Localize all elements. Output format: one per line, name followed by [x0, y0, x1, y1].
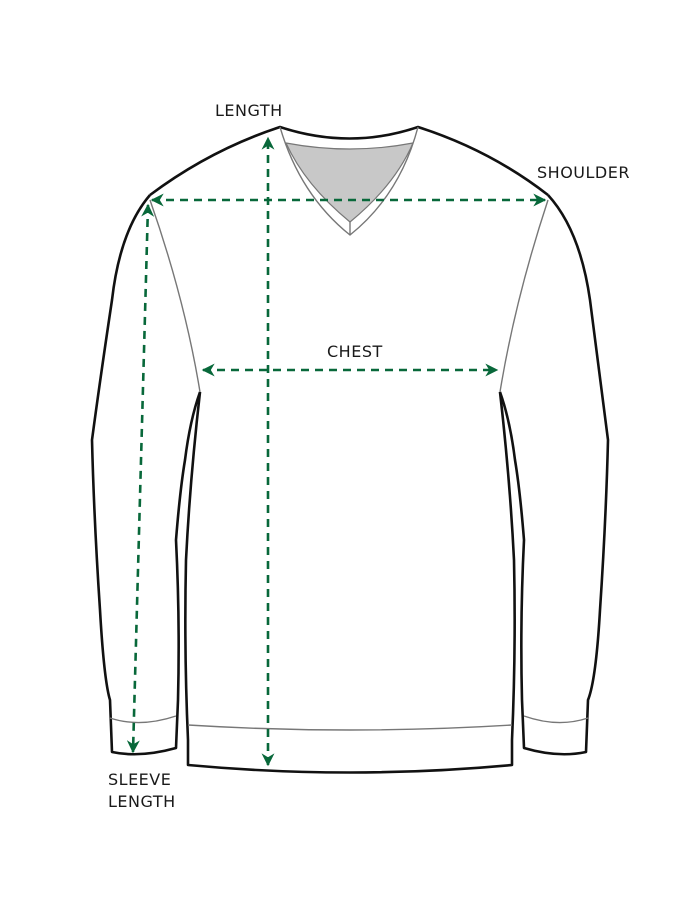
shoulder-label: SHOULDER [537, 163, 630, 182]
collar-inner [284, 142, 414, 223]
sleeve-length-label-line2: LENGTH [108, 792, 176, 811]
sweater-outline [90, 125, 610, 774]
sleeve-length-arrow [126, 203, 155, 754]
measurement-arrows [126, 136, 547, 767]
chest-label: CHEST [327, 342, 383, 361]
sleeve-length-label-line1: SLEEVE [108, 770, 172, 789]
sweater-seams [109, 126, 589, 731]
length-label: LENGTH [215, 101, 283, 120]
sleeve-length-label: SLEEVE LENGTH [108, 769, 176, 813]
